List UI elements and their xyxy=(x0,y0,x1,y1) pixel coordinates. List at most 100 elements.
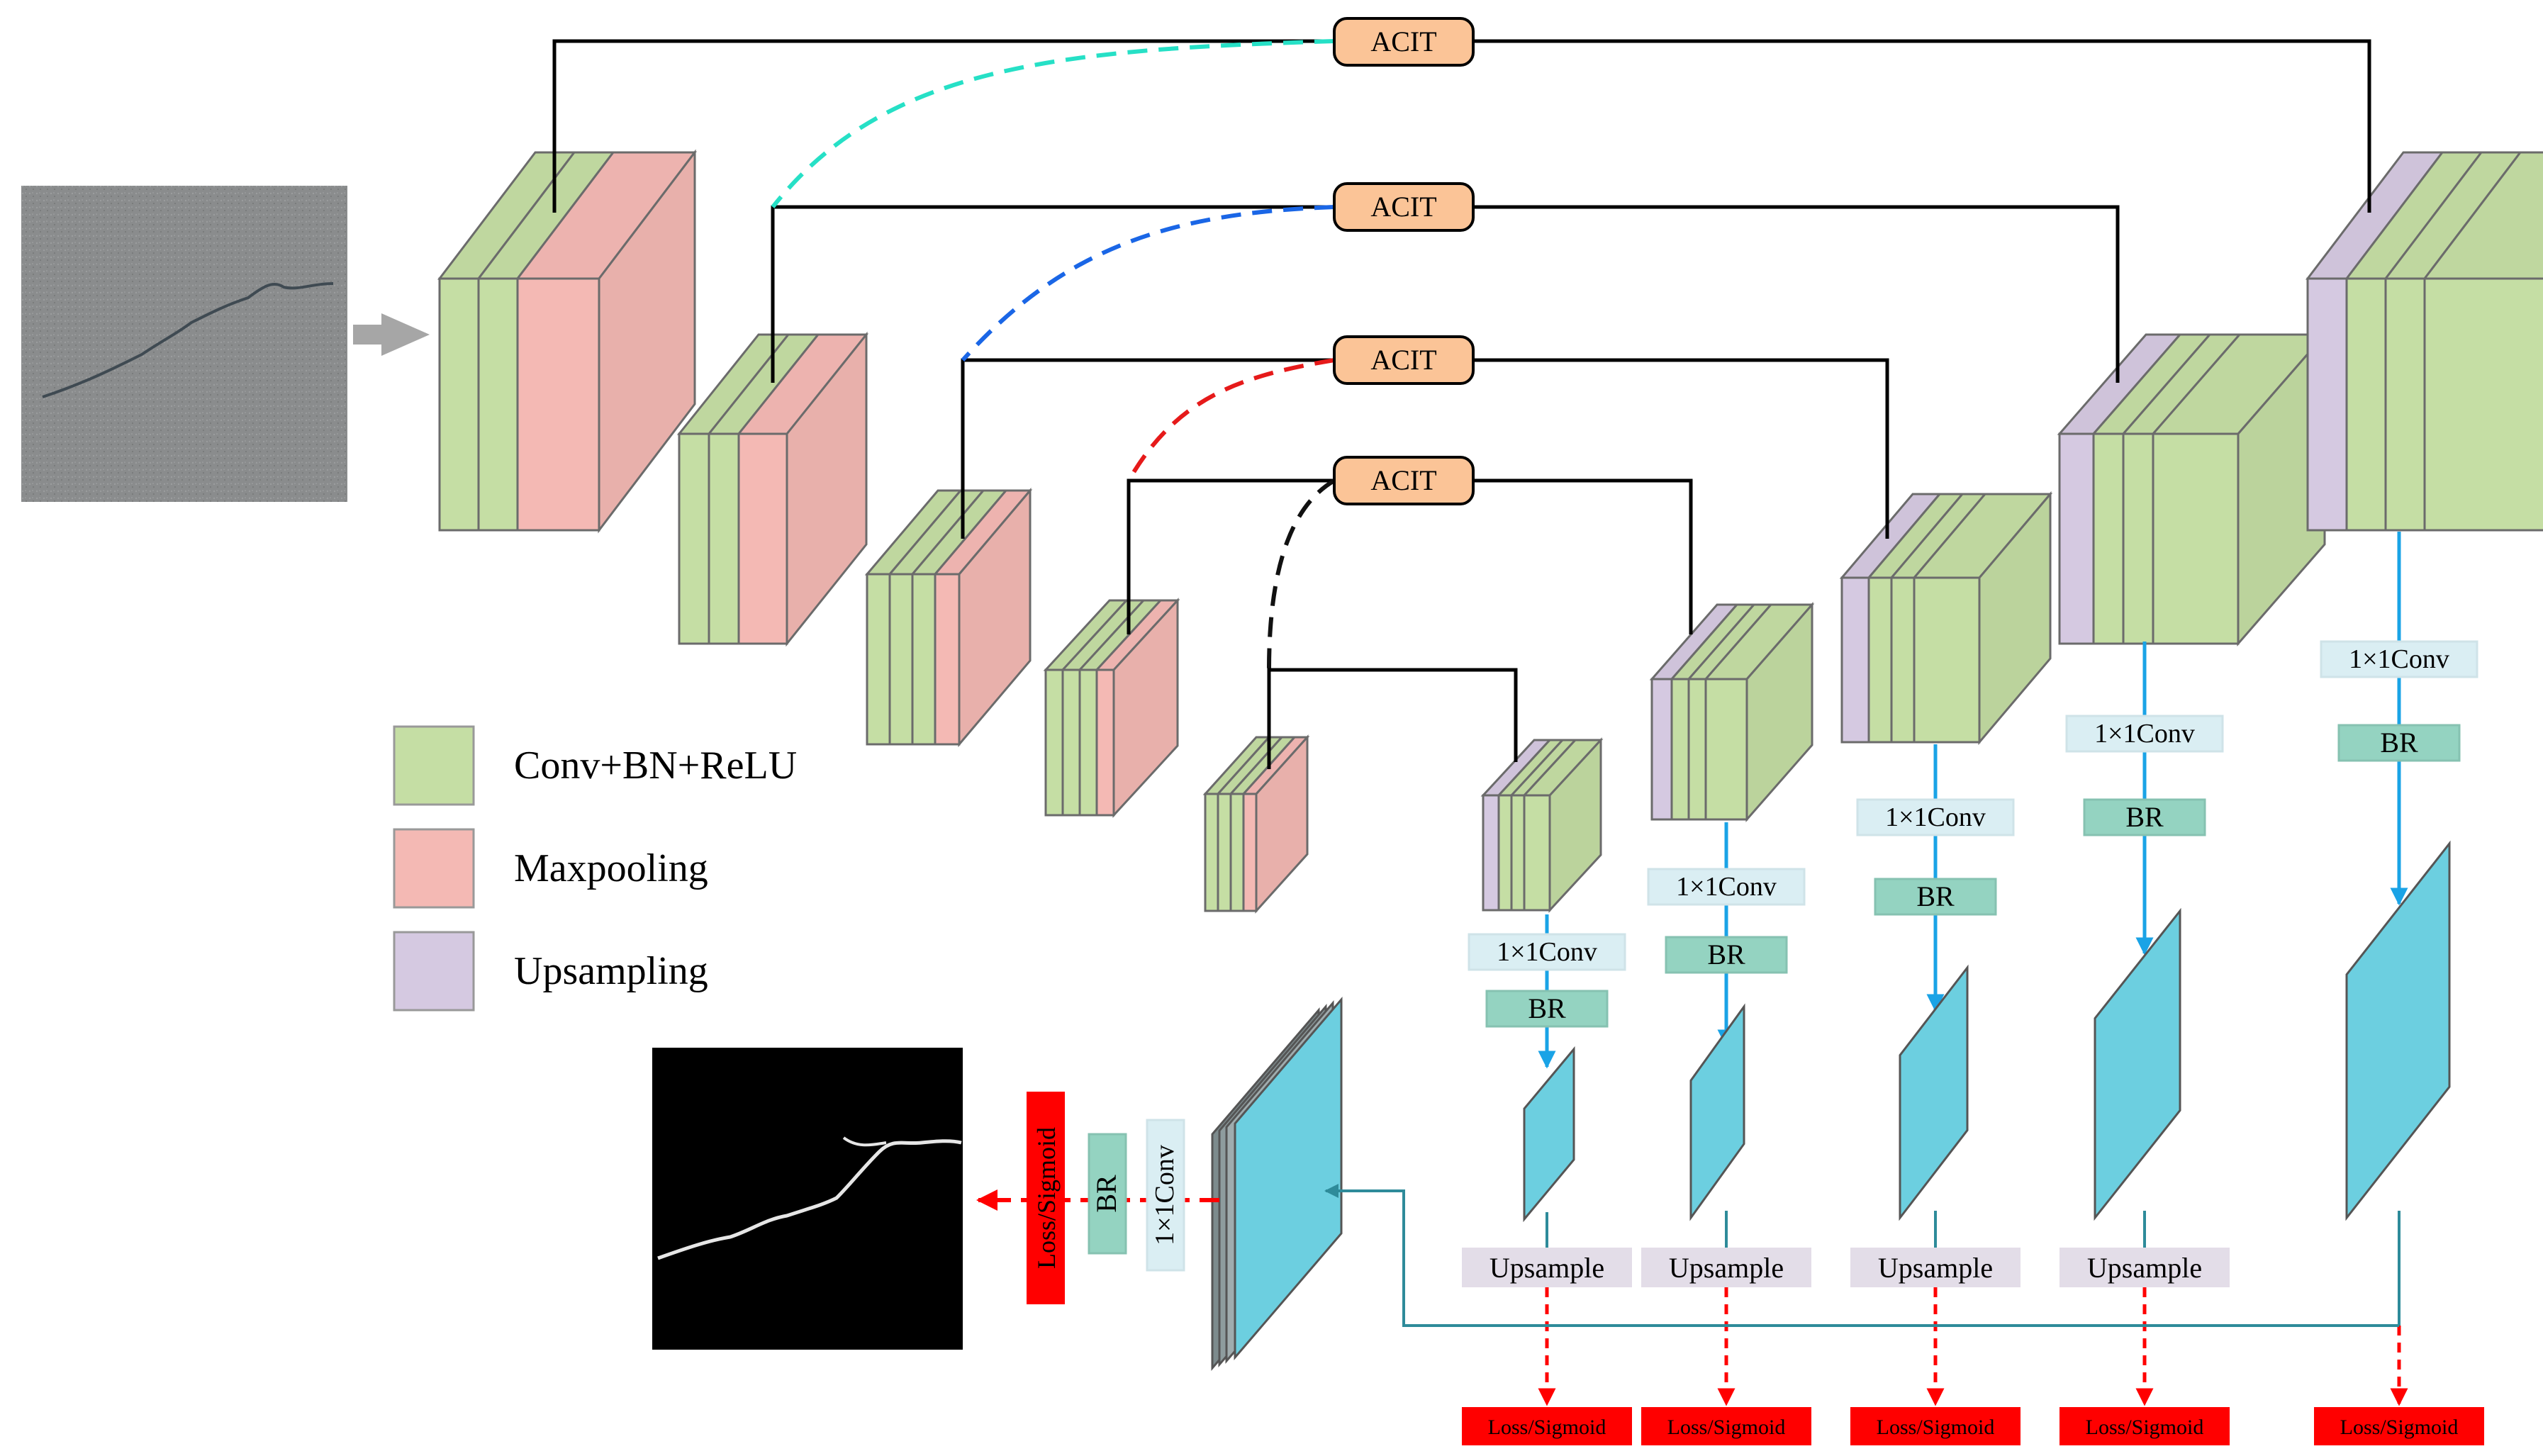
head-loss-label: Loss/Sigmoid xyxy=(1667,1416,1786,1439)
output-crack-mask xyxy=(652,1048,963,1350)
block-slice-front xyxy=(1510,794,1526,912)
head-upsample-box xyxy=(2059,1248,2230,1287)
block-side-face xyxy=(598,149,696,534)
head-upsample-box xyxy=(1850,1248,2021,1287)
head-br-label: BR xyxy=(1707,939,1745,970)
acit-label: ACIT xyxy=(1370,464,1436,496)
head-loss-box xyxy=(2314,1407,2484,1445)
block-slice-front xyxy=(737,432,788,645)
block-slice-front xyxy=(866,573,891,746)
block-side-face xyxy=(786,331,868,647)
block-slice-front xyxy=(911,573,937,746)
block-slice-front xyxy=(1840,576,1870,744)
fusion-feature-stack xyxy=(1211,996,1343,1372)
encoder-block-4 xyxy=(1043,598,1180,818)
block-slice-front xyxy=(2152,432,2240,645)
feature-blocks xyxy=(437,149,2543,914)
decoder-block-1 xyxy=(1480,737,1604,913)
legend-swatch-conv xyxy=(393,725,475,806)
block-slice-front xyxy=(1913,576,1981,744)
block-slice-front xyxy=(1217,793,1232,912)
acit-module-3: ACIT xyxy=(1333,335,1475,385)
block-slice-front xyxy=(1482,794,1500,912)
block-slice-front xyxy=(1650,678,1673,821)
head-upsample-label: Upsample xyxy=(2087,1252,2202,1284)
head-loss-box xyxy=(1850,1407,2021,1445)
block-slice-front xyxy=(2306,277,2348,532)
block-slice-front xyxy=(2423,277,2543,532)
decoder-block-3 xyxy=(1839,491,2053,746)
block-slice-front xyxy=(1670,678,1690,821)
block-slice-front xyxy=(1229,793,1245,912)
acit-module-4: ACIT xyxy=(1333,456,1475,505)
head-br-box xyxy=(1665,936,1788,974)
block-side-face xyxy=(1978,491,2052,746)
head-upsample-label: Upsample xyxy=(1878,1252,1993,1284)
decoder-block-4 xyxy=(2057,331,2327,647)
block-slice-front xyxy=(516,277,600,532)
encoder-block-2 xyxy=(676,331,869,647)
block-slice-front xyxy=(2092,432,2125,645)
head-conv-label: 1×1Conv xyxy=(2349,644,2449,674)
acit-label: ACIT xyxy=(1370,344,1436,376)
block-slice-front xyxy=(708,432,740,645)
head-conv-box xyxy=(1856,798,2015,836)
block-slice-front xyxy=(934,573,961,746)
fusion-collector-line xyxy=(1324,1184,2401,1327)
legend: Conv+BN+ReLU Maxpooling Upsampling xyxy=(393,725,797,1012)
block-side-face xyxy=(1745,602,1813,822)
head-br-label: BR xyxy=(1916,880,1955,912)
head-conv-label: 1×1Conv xyxy=(1497,937,1597,967)
block-slice-front xyxy=(2345,277,2387,532)
block-slice-front xyxy=(1704,678,1748,821)
head-br-box xyxy=(2083,798,2206,836)
acit-module-1: ACIT xyxy=(1333,17,1475,67)
fusion-conv-box: 1×1Conv xyxy=(1146,1119,1185,1272)
block-slice-front xyxy=(2058,432,2095,645)
input-crack-photo xyxy=(21,186,347,502)
block-slice-front xyxy=(1867,576,1893,744)
legend-label-conv: Conv+BN+ReLU xyxy=(514,744,797,788)
head-upsample-box xyxy=(1641,1248,1811,1287)
head-conv-label: 1×1Conv xyxy=(2094,719,2195,749)
fusion-head: 1×1Conv BR Loss/Sigmoid xyxy=(976,1092,1219,1304)
acit-module-2: ACIT xyxy=(1333,182,1475,232)
head-feature-map xyxy=(1689,1003,1745,1221)
head-loss-label: Loss/Sigmoid xyxy=(2086,1416,2204,1439)
head-br-label: BR xyxy=(2380,727,2418,758)
legend-label-up: Upsampling xyxy=(514,949,708,993)
block-slice-front xyxy=(1078,668,1098,817)
fusion-loss-box: Loss/Sigmoid xyxy=(1027,1092,1065,1304)
decoder-block-2 xyxy=(1649,602,1815,822)
block-slice-front xyxy=(477,277,519,532)
head-upsample-box xyxy=(1462,1248,1632,1287)
block-side-face xyxy=(1255,734,1309,914)
block-slice-front xyxy=(1497,794,1513,912)
block-slice-front xyxy=(888,573,914,746)
block-slice-front xyxy=(1204,793,1219,912)
block-side-face xyxy=(1112,598,1179,818)
legend-label-pool: Maxpooling xyxy=(514,846,708,890)
encoder-block-3 xyxy=(864,487,1033,748)
block-slice-front xyxy=(2384,277,2426,532)
head-feature-map xyxy=(1523,1046,1575,1223)
fusion-br-box: BR xyxy=(1088,1133,1127,1255)
head-upsample-label: Upsample xyxy=(1490,1252,1604,1284)
block-slice-front xyxy=(1687,678,1707,821)
block-slice-front xyxy=(1242,793,1258,912)
encoder-block-1 xyxy=(437,149,698,534)
head-conv-box xyxy=(1647,868,1806,906)
head-conv-label: 1×1Conv xyxy=(1885,802,1986,832)
head-br-label: BR xyxy=(1528,992,1566,1024)
acit-label: ACIT xyxy=(1370,26,1436,57)
acit-label: ACIT xyxy=(1370,191,1436,223)
block-slice-front xyxy=(1044,668,1064,817)
block-slice-front xyxy=(2122,432,2154,645)
head-br-label: BR xyxy=(2125,801,2164,833)
decoder-block-5 xyxy=(2305,151,2543,532)
head-loss-box xyxy=(1641,1407,1811,1445)
